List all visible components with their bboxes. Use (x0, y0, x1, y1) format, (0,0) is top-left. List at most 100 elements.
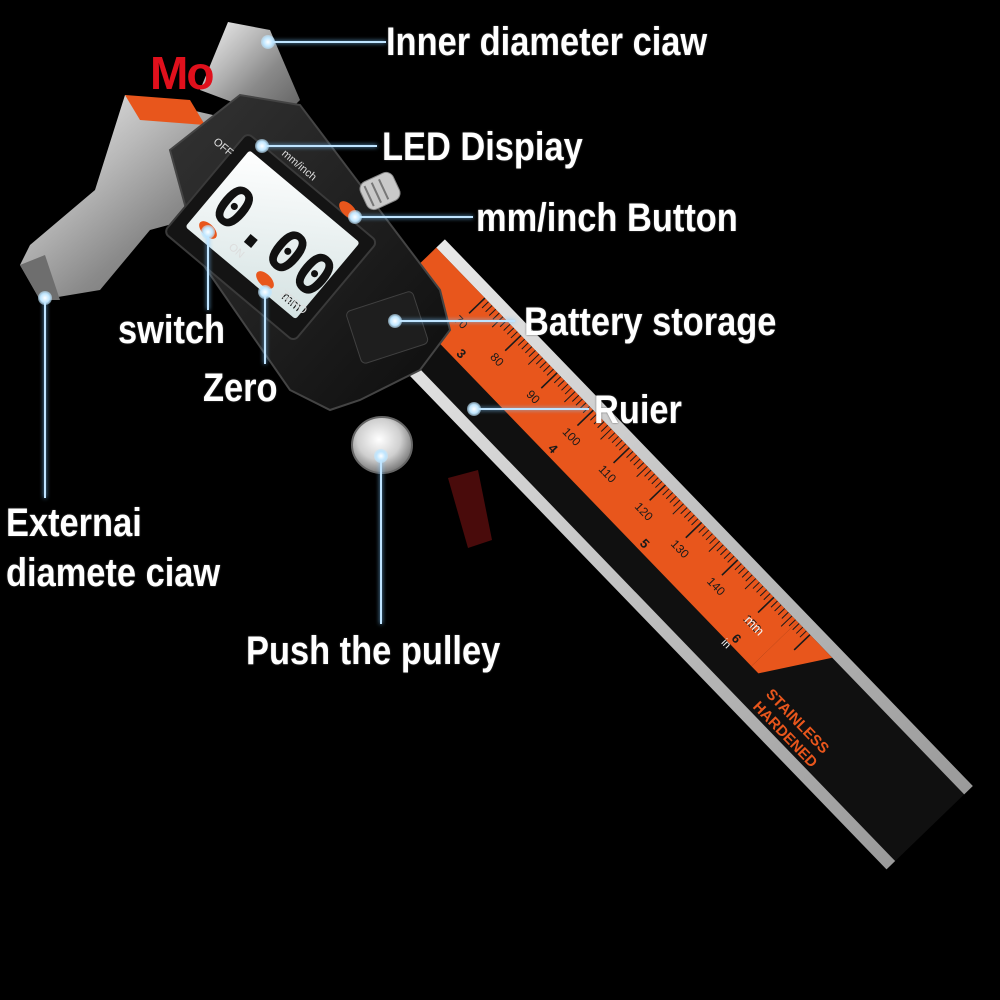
ruler-tick (795, 626, 804, 634)
ruler-tick (492, 312, 500, 320)
ruler-tick (738, 566, 746, 574)
callout-ruler: Ruier (594, 388, 682, 432)
ruler-tick (636, 462, 645, 470)
ruler-tick (757, 596, 775, 614)
ruler-tick (539, 361, 547, 369)
ruler-tick (543, 365, 551, 372)
ruler-tick (553, 376, 562, 384)
ruler-tick (527, 353, 540, 365)
leader-dot-pulley (374, 449, 388, 463)
callout-mm-inch-button: mm/inch Button (476, 196, 738, 240)
callout-external-claw: Externai diamete ciaw (6, 501, 221, 595)
ruler-tick (612, 447, 630, 464)
ruler-tick (651, 477, 659, 485)
ruler-tick (600, 424, 609, 432)
ruler-tick (615, 439, 623, 447)
ruler-tick (669, 495, 677, 503)
ruler-tick (709, 537, 717, 545)
callout-inner-claw: Inner diameter ciaw (386, 20, 708, 64)
thumb-wheel (351, 416, 413, 474)
ruler-tick (593, 417, 601, 425)
leader-battery (395, 320, 515, 322)
leader-dot-inner-claw (261, 35, 275, 49)
leader-dot-mm-inch (348, 210, 362, 224)
ruler-tick (702, 529, 710, 537)
callout-battery: Battery storage (524, 300, 777, 344)
lock-screw (359, 171, 401, 211)
ruler-tick (792, 623, 800, 631)
callout-zero: Zero (203, 366, 278, 410)
ruler-tick (781, 611, 789, 619)
ruler-tick (687, 514, 695, 522)
ruler-tick (774, 604, 782, 612)
ruler-tick (672, 503, 684, 515)
watermark-mark (448, 470, 492, 548)
ruler-tick (540, 372, 558, 389)
ruler-tick (759, 589, 767, 597)
ruler-tick (510, 331, 518, 339)
leader-mm-inch (355, 216, 473, 218)
ruler-tick (698, 525, 706, 533)
ruler-tick (685, 521, 703, 539)
ruler-tick (575, 398, 583, 406)
ruler-tick (756, 585, 764, 593)
callout-switch: switch (118, 308, 226, 352)
ruler-tick (655, 480, 663, 488)
ruler-tick (571, 394, 580, 402)
ruler-tick (504, 334, 522, 352)
ruler-tick (468, 297, 486, 314)
ruler-tick (721, 559, 739, 576)
callout-led-display: LED Dispiay (382, 125, 583, 169)
ruler-tick (644, 469, 652, 477)
ruler-tick (506, 327, 515, 335)
slider-body: 0.00 mm mm/inch OFF ON ZERO (165, 93, 452, 412)
leader-dot-ruler (467, 402, 481, 416)
leader-dot-external-claw (38, 291, 52, 305)
ruler-tick (564, 391, 576, 403)
ruler-tick (649, 484, 667, 501)
zero-button-shape (256, 271, 274, 289)
ruler-tick (788, 619, 796, 627)
ruler-tick (720, 548, 728, 556)
callout-pulley: Push the pulley (246, 629, 501, 673)
ruler-tick (564, 387, 572, 395)
ruler-tick (691, 518, 699, 526)
brand-logo-text: Mo (150, 50, 214, 96)
ruler-tick (597, 421, 605, 429)
ruler-tick (517, 338, 525, 346)
ruler-tick (636, 465, 648, 478)
ruler-tick (488, 308, 497, 316)
ruler-tick (665, 492, 674, 500)
leader-zero (264, 292, 266, 364)
ruler-tick (780, 615, 793, 627)
ruler-tick (633, 458, 641, 466)
leader-dot-battery (388, 314, 402, 328)
ruler-tick (618, 443, 627, 451)
ruler-tick (576, 409, 594, 427)
ruler-tick (727, 555, 735, 563)
ruler-tick (708, 540, 721, 552)
ruler-tick (521, 342, 529, 350)
leader-inner-claw (268, 41, 386, 43)
ruler-tick (763, 593, 771, 601)
ruler-tick (799, 630, 807, 638)
ruler-tick (611, 436, 619, 444)
leader-dot-switch (201, 225, 215, 239)
brand-logo: Mo (150, 50, 270, 96)
ruler-tick (752, 581, 760, 589)
ruler-accent-strip (390, 247, 798, 667)
leader-external-claw (44, 298, 46, 498)
ruler-tick (741, 570, 749, 578)
ruler-tick (723, 552, 731, 560)
ruler-tick (745, 574, 753, 582)
ruler-tick (557, 379, 565, 387)
ruler-tick (770, 600, 778, 608)
ruler-tick (590, 413, 598, 421)
ruler-tick (705, 533, 713, 541)
ruler-tick (600, 428, 612, 440)
ruler-tick (647, 473, 656, 481)
ruler-tick (528, 350, 536, 358)
